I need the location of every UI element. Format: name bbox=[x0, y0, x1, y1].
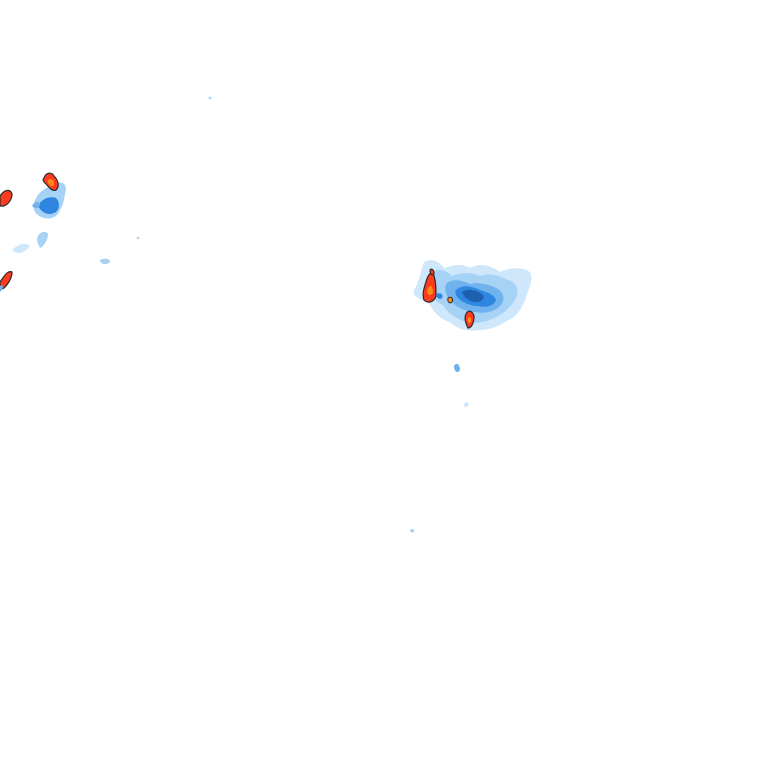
echo-intense bbox=[462, 289, 484, 302]
echo-small bbox=[454, 363, 460, 373]
echo-heavy-core bbox=[47, 178, 55, 187]
echo-cluster-northwest bbox=[0, 96, 212, 292]
echo-heavy-edge bbox=[0, 189, 13, 207]
echo-heavy-core bbox=[467, 317, 472, 323]
echo-small bbox=[464, 401, 469, 408]
echo-strong bbox=[38, 197, 59, 214]
echo-small bbox=[410, 528, 415, 533]
echo-medium bbox=[32, 201, 40, 209]
echo-medium bbox=[0, 285, 3, 292]
echo-faint bbox=[136, 236, 140, 240]
echo-light bbox=[37, 231, 48, 248]
echo-faint bbox=[208, 96, 212, 100]
echo-heavy-edge bbox=[0, 271, 13, 291]
echo-heavy bbox=[447, 296, 453, 304]
echo-scattered bbox=[410, 363, 469, 533]
echo-heavy-core bbox=[427, 285, 433, 295]
echo-heavy bbox=[429, 268, 435, 276]
echo-cluster-central bbox=[413, 260, 532, 331]
echo-medium bbox=[436, 293, 443, 299]
echo-light bbox=[12, 243, 30, 253]
echo-faint bbox=[100, 258, 110, 265]
